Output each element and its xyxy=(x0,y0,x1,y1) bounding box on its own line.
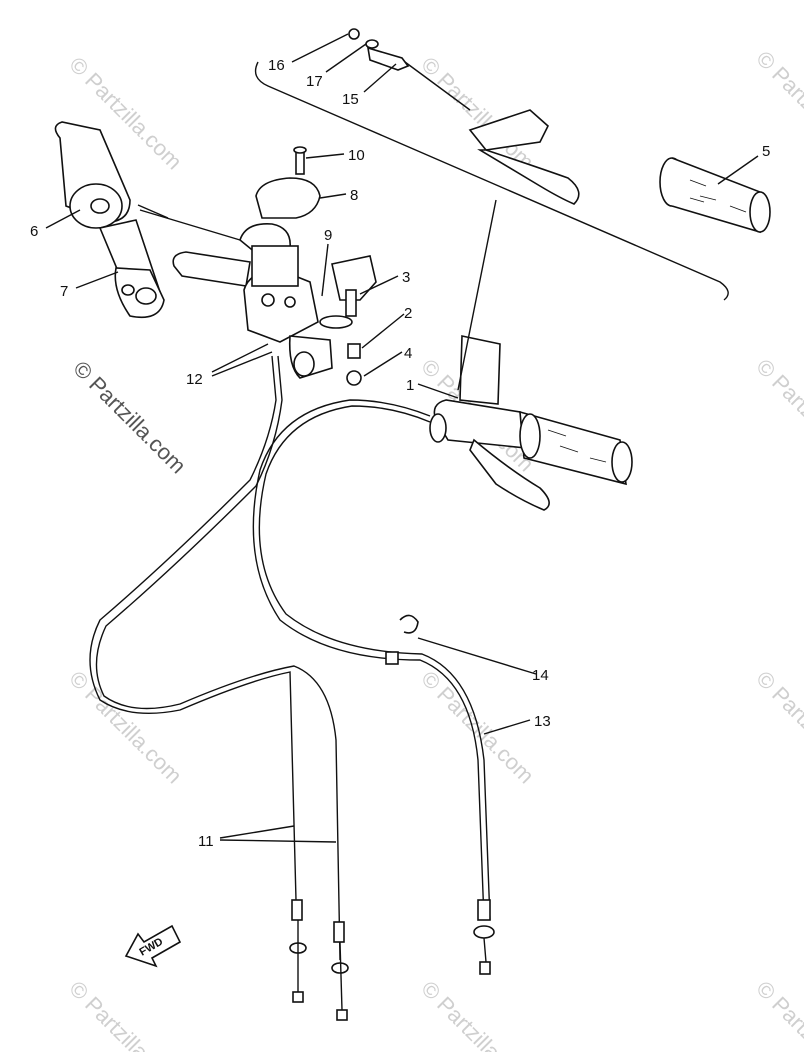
callout-11: 11 xyxy=(198,833,214,850)
callout-4: 4 xyxy=(404,345,412,362)
leader-lines xyxy=(45,33,759,843)
watermark: © Partzilla.com xyxy=(416,976,539,1052)
right-lever-top xyxy=(404,61,580,205)
watermark: © Partzilla.com xyxy=(64,666,187,789)
callout-8: 8 xyxy=(350,187,358,204)
grip-right xyxy=(659,157,771,234)
screw xyxy=(293,146,307,175)
watermark: © Partzilla.com xyxy=(751,666,804,789)
watermark: © Partzilla.com xyxy=(751,976,804,1052)
callout-16: 16 xyxy=(268,57,285,74)
callouts: 16 17 15 10 5 8 6 9 3 7 2 4 12 1 14 13 1… xyxy=(30,57,770,850)
bolts-right xyxy=(345,289,362,386)
callout-1: 1 xyxy=(406,377,414,394)
callout-3: 3 xyxy=(402,269,410,286)
cables xyxy=(89,355,495,1021)
handlebar xyxy=(137,61,729,301)
cable-clamp xyxy=(385,614,419,665)
callout-10: 10 xyxy=(348,147,365,164)
callout-12: 12 xyxy=(186,371,203,388)
callout-13: 13 xyxy=(534,713,551,730)
throttle-assembly xyxy=(429,335,633,511)
grip-left xyxy=(54,121,165,319)
fwd-badge: FWD xyxy=(124,924,182,968)
callout-7: 7 xyxy=(60,283,68,300)
lever-bracket-group xyxy=(348,28,410,71)
callout-14: 14 xyxy=(532,667,549,684)
callout-17: 17 xyxy=(306,73,323,90)
watermark: © Partzilla.com xyxy=(751,46,804,169)
callout-2: 2 xyxy=(404,305,412,322)
callout-5: 5 xyxy=(762,143,770,160)
watermark: © Partzilla.com xyxy=(64,976,187,1052)
callout-9: 9 xyxy=(324,227,332,244)
watermark: © Partzilla.com xyxy=(751,354,804,477)
watermark-main: © Partzilla.com xyxy=(68,356,191,479)
switch-housing xyxy=(172,177,377,379)
callout-15: 15 xyxy=(342,91,359,108)
callout-6: 6 xyxy=(30,223,38,240)
